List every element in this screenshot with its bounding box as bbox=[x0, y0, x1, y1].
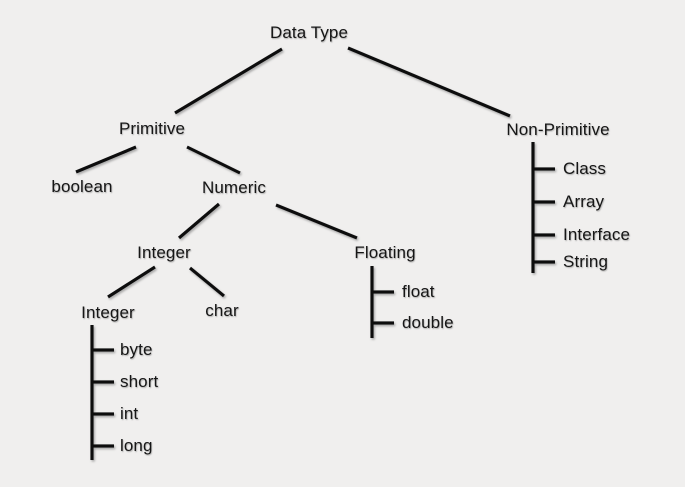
node-char[interactable]: char bbox=[205, 301, 239, 320]
node-primitive[interactable]: Primitive bbox=[118, 119, 186, 138]
edge-datatype-nonprimitive bbox=[347, 46, 511, 118]
edge-numeric-integer bbox=[177, 202, 221, 240]
edge-integer-char bbox=[188, 266, 226, 298]
node-integer-1[interactable]: Integer bbox=[137, 243, 191, 262]
node-float[interactable]: float bbox=[402, 282, 435, 301]
node-short[interactable]: short bbox=[120, 372, 159, 391]
edge-datatype-primitive bbox=[174, 47, 283, 115]
edge-numeric-floating bbox=[275, 203, 358, 240]
node-numeric[interactable]: Numeric bbox=[202, 178, 266, 197]
node-long[interactable]: long bbox=[120, 436, 153, 455]
node-double[interactable]: double bbox=[402, 313, 454, 332]
node-class[interactable]: Class bbox=[563, 159, 607, 178]
node-byte[interactable]: byte bbox=[120, 340, 153, 359]
node-data-type[interactable]: Data Type bbox=[269, 23, 349, 42]
node-non-primitive[interactable]: Non-Primitive bbox=[506, 120, 610, 139]
edge-primitive-boolean bbox=[75, 145, 137, 174]
bracket-edges-group bbox=[90, 142, 555, 460]
node-boolean[interactable]: boolean bbox=[51, 177, 113, 196]
node-string[interactable]: String bbox=[563, 252, 609, 271]
node-interface[interactable]: Interface bbox=[563, 225, 631, 244]
edge-primitive-numeric bbox=[186, 145, 241, 175]
node-int[interactable]: int bbox=[120, 404, 139, 423]
node-floating[interactable]: Floating bbox=[354, 243, 416, 262]
node-array[interactable]: Array bbox=[563, 192, 605, 211]
edge-integer-integer bbox=[107, 265, 156, 299]
node-integer-2[interactable]: Integer bbox=[81, 303, 135, 322]
